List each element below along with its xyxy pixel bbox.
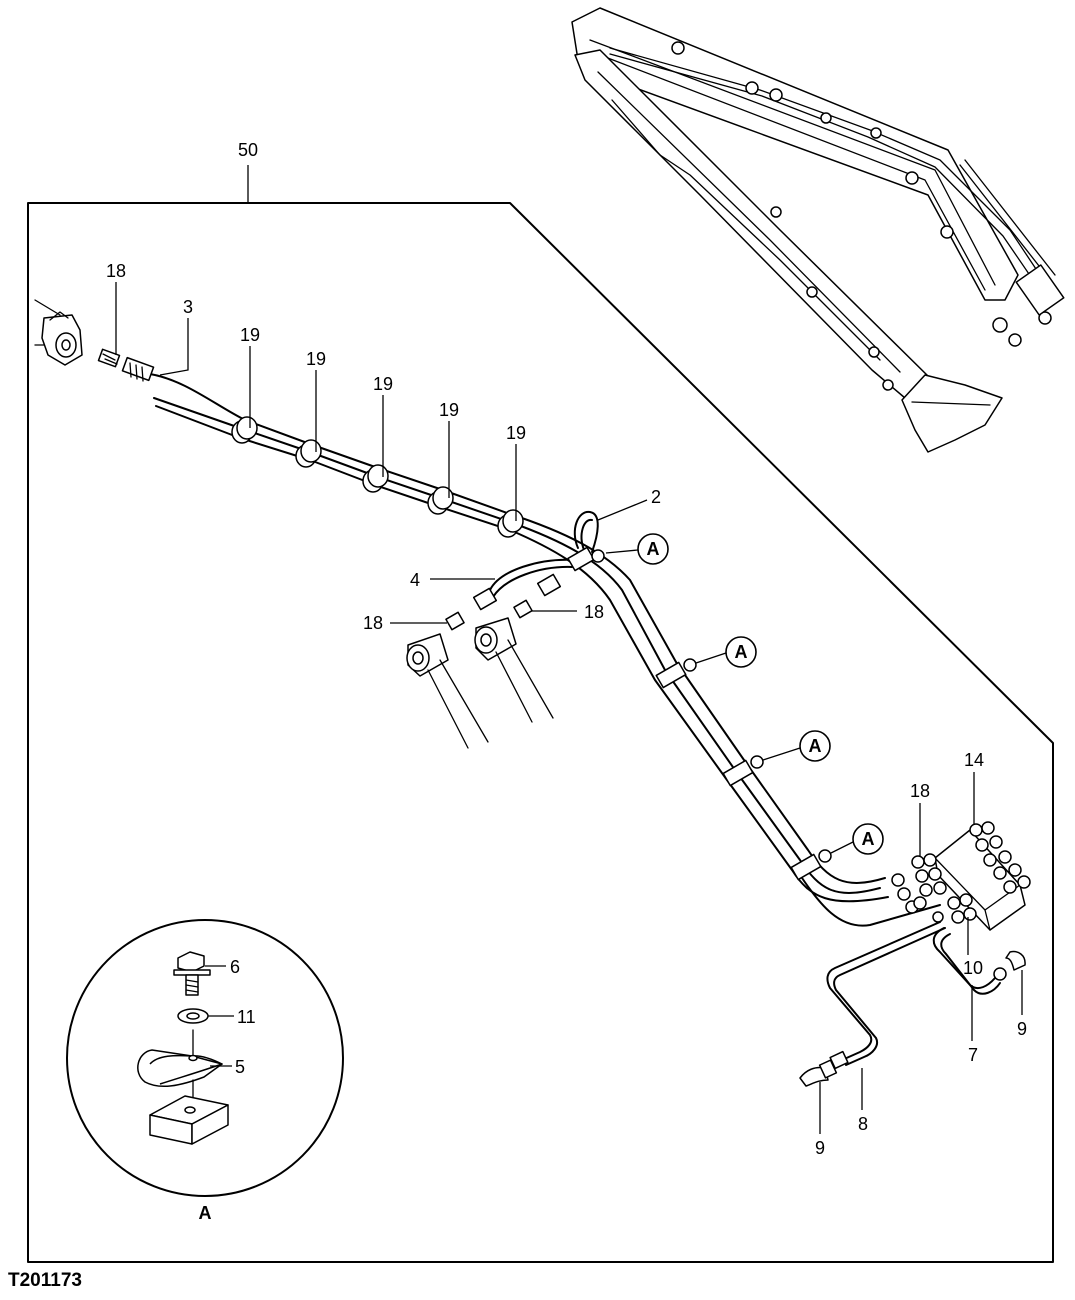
svg-text:A: A [809,736,822,756]
callout-14: 14 [964,750,984,770]
manifold-block [891,821,1031,931]
detail-ref-bubble-3: A [799,730,831,762]
cylinder-head-top-left [34,299,155,382]
callout-8: 8 [858,1114,868,1134]
svg-text:A: A [735,642,748,662]
detail-a-circle [66,919,344,1197]
washer-11 [177,1008,209,1024]
clamp-19-c [362,464,389,493]
callout-19-b: 19 [306,349,326,369]
callout-19-a: 19 [240,325,260,345]
callout-5: 5 [235,1057,245,1077]
detail-a-inset: 6 11 5 [66,919,344,1197]
callout-50: 50 [238,140,258,160]
callout-6: 6 [230,957,240,977]
callout-10: 10 [963,958,983,978]
assembly-boundary [27,202,1054,1263]
figure-id: T201173 [8,1270,82,1291]
fittings-10 [932,893,977,924]
hose-bundle [149,373,941,927]
callout-18-right: 18 [584,602,604,622]
callout-18-left: 18 [363,613,383,633]
callout-2: 2 [651,487,661,507]
callout-labels: 18 3 19 19 19 19 19 2 4 18 18 14 18 10 9… [106,261,1027,1158]
callout-9-bottom: 9 [815,1138,825,1158]
cylinder-rods [406,617,554,749]
bolt-6 [173,951,211,996]
fittings-14 [969,821,1031,894]
excavator-boom-illustration [571,7,1065,453]
callout-19-e: 19 [506,423,526,443]
fittings-18-manifold [891,853,947,914]
svg-text:A: A [862,829,875,849]
clamp-19-e [497,509,524,538]
detail-ref-bubble-4: A [852,823,884,855]
callout-9-right: 9 [1017,1019,1027,1039]
callout-18-top: 18 [106,261,126,281]
callout-3: 3 [183,297,193,317]
callout-7: 7 [968,1045,978,1065]
callout-11: 11 [237,1007,256,1027]
detail-a-label: A [199,1203,212,1223]
detail-ref-bubble-1: A [637,533,669,565]
detail-ref-bubble-2: A [725,636,757,668]
tubes-7-8 [799,921,1026,1087]
callout-18-manifold: 18 [910,781,930,801]
callout-4: 4 [410,570,420,590]
mounting-block [149,1095,229,1145]
clamp-19-d [427,486,454,515]
bundle-clamps [655,658,832,881]
callout-19-c: 19 [373,374,393,394]
clamp-19-a [231,416,258,444]
callout-19-d: 19 [439,400,459,420]
svg-text:A: A [647,539,660,559]
hose-2-and-4 [445,510,605,631]
callout-leaders [115,282,1023,1134]
clamp-5 [137,1029,223,1101]
